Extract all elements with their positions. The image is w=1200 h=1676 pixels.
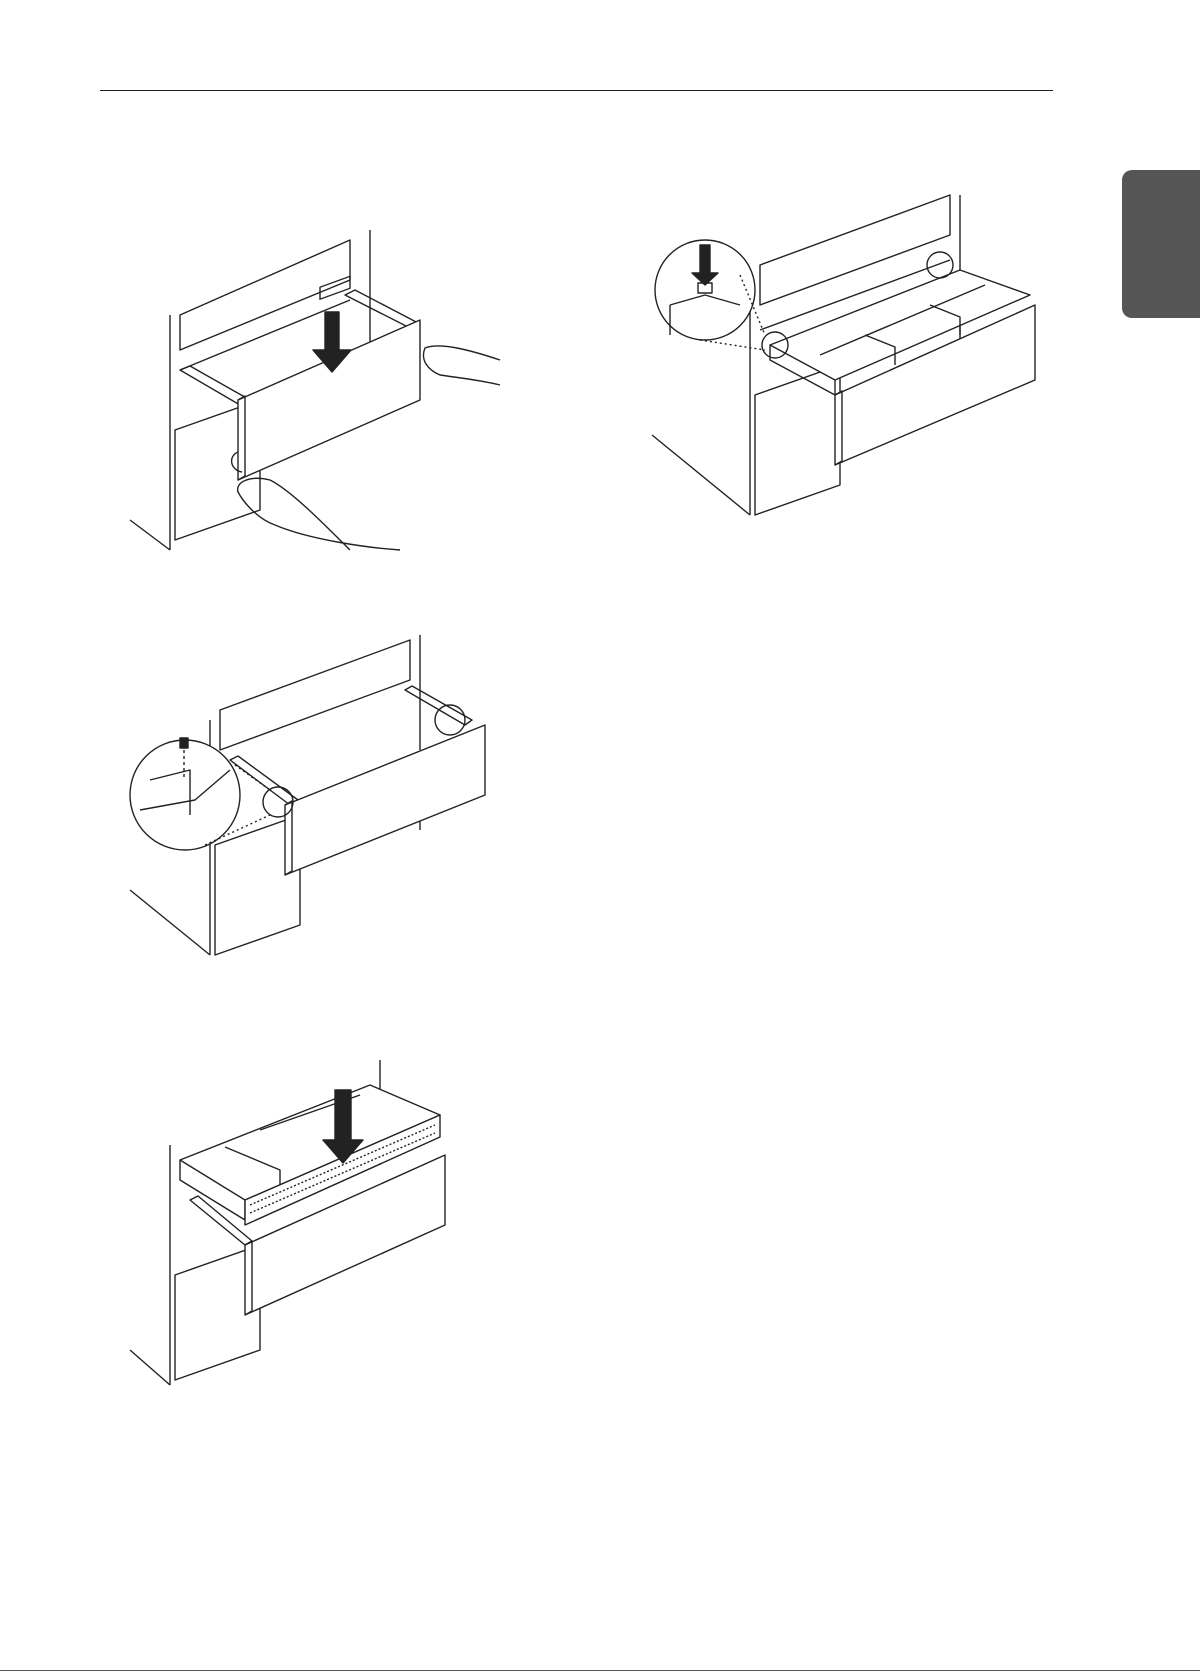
bin-insert-icon (120, 1055, 540, 1395)
footer-rule (0, 1670, 1200, 1671)
drawer-screw-icon (120, 630, 540, 960)
figure-drawer-lock-clip (640, 185, 1080, 520)
figure-drawer-screw (120, 630, 540, 960)
header-rule (100, 90, 1053, 91)
drawer-front-lower-icon (120, 220, 540, 560)
figure-drawer-front-lower (120, 220, 540, 560)
chapter-tab (1122, 170, 1200, 318)
figure-bin-insert (120, 1055, 540, 1395)
drawer-lock-clip-icon (640, 185, 1080, 520)
